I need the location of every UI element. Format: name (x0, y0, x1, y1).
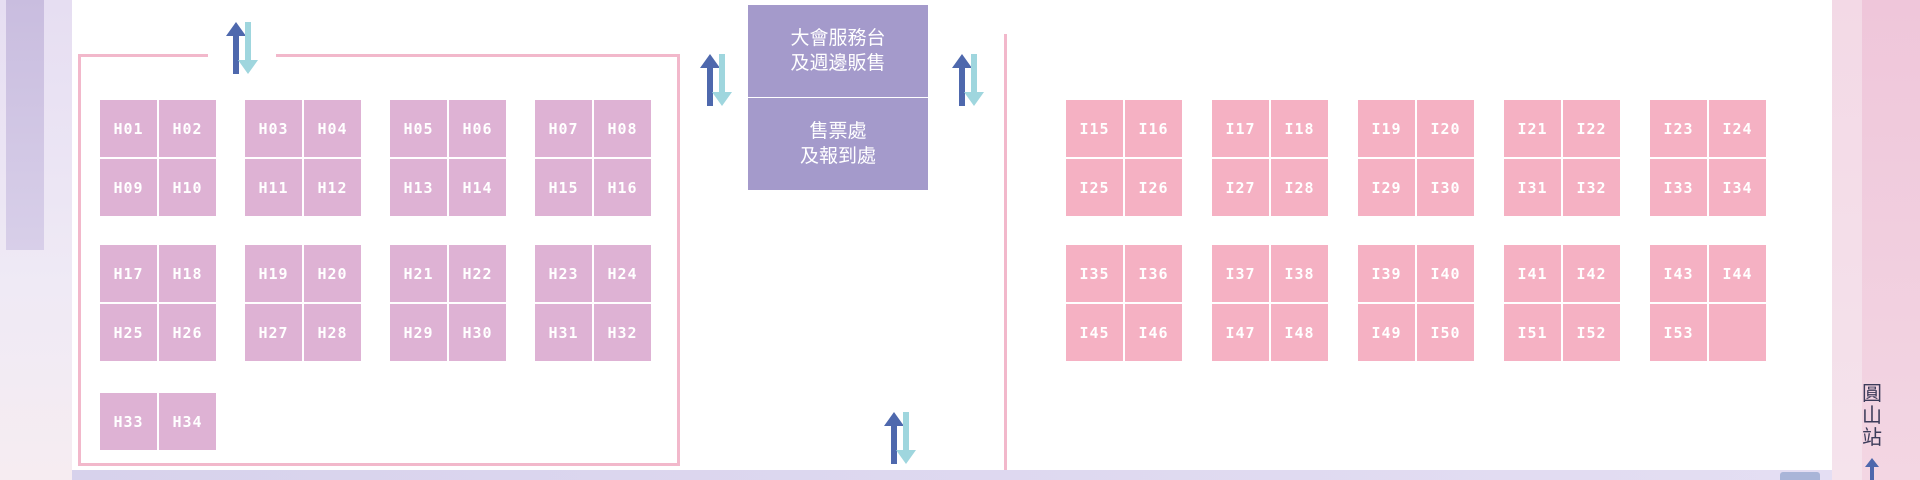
booth-h28[interactable]: H28 (304, 304, 361, 361)
booth-h26[interactable]: H26 (159, 304, 216, 361)
booth-i19[interactable]: I19 (1358, 100, 1415, 157)
booth-h17[interactable]: H17 (100, 245, 157, 302)
booth-i37[interactable]: I37 (1212, 245, 1269, 302)
booth-i40[interactable]: I40 (1417, 245, 1474, 302)
booth-h34[interactable]: H34 (159, 393, 216, 450)
booth-i48[interactable]: I48 (1271, 304, 1328, 361)
booth-h07[interactable]: H07 (535, 100, 592, 157)
booth-i23[interactable]: I23 (1650, 100, 1707, 157)
booth-i34[interactable]: I34 (1709, 159, 1766, 216)
booth-i38[interactable]: I38 (1271, 245, 1328, 302)
booth-i24[interactable]: I24 (1709, 100, 1766, 157)
booth-h25[interactable]: H25 (100, 304, 157, 361)
booth-h05[interactable]: H05 (390, 100, 447, 157)
booth-h22[interactable]: H22 (449, 245, 506, 302)
right-edge-panel (1832, 0, 1920, 480)
ticket-desk[interactable]: 售票處 及報到處 (748, 98, 928, 190)
booth-i50[interactable]: I50 (1417, 304, 1474, 361)
booth-h09[interactable]: H09 (100, 159, 157, 216)
escalator-arrows-icon (884, 412, 916, 464)
booth-i26[interactable]: I26 (1125, 159, 1182, 216)
station-label: 圓山站 (1858, 382, 1886, 448)
booth-i46[interactable]: I46 (1125, 304, 1182, 361)
escalator-arrows-icon (952, 54, 984, 106)
hall-bottom-notch (1780, 472, 1820, 480)
booth-h01[interactable]: H01 (100, 100, 157, 157)
booth-h31[interactable]: H31 (535, 304, 592, 361)
escalator-arrows-icon (700, 54, 732, 106)
h-zone-frame (78, 54, 680, 466)
booth-h06[interactable]: H06 (449, 100, 506, 157)
zone-divider (1004, 34, 1007, 470)
booth-h16[interactable]: H16 (594, 159, 651, 216)
booth-i27[interactable]: I27 (1212, 159, 1269, 216)
booth-i25[interactable]: I25 (1066, 159, 1123, 216)
booth-h24[interactable]: H24 (594, 245, 651, 302)
station-label-char: 圓 (1862, 381, 1882, 405)
service-desk[interactable]: 大會服務台 及週邊販售 (748, 5, 928, 97)
booth-i47[interactable]: I47 (1212, 304, 1269, 361)
booth-i51[interactable]: I51 (1504, 304, 1561, 361)
empty-booth (1709, 304, 1766, 361)
service-desk-line1: 大會服務台 (790, 27, 886, 49)
booth-i33[interactable]: I33 (1650, 159, 1707, 216)
booth-h03[interactable]: H03 (245, 100, 302, 157)
booth-i31[interactable]: I31 (1504, 159, 1561, 216)
booth-i22[interactable]: I22 (1563, 100, 1620, 157)
ticket-desk-line2: 及報到處 (799, 145, 876, 167)
service-desk-line2: 及週邊販售 (790, 52, 886, 74)
booth-i36[interactable]: I36 (1125, 245, 1182, 302)
booth-h08[interactable]: H08 (594, 100, 651, 157)
right-edge-band (1862, 0, 1920, 480)
booth-i35[interactable]: I35 (1066, 245, 1123, 302)
booth-h12[interactable]: H12 (304, 159, 361, 216)
booth-i41[interactable]: I41 (1504, 245, 1561, 302)
booth-i20[interactable]: I20 (1417, 100, 1474, 157)
booth-h18[interactable]: H18 (159, 245, 216, 302)
booth-h04[interactable]: H04 (304, 100, 361, 157)
station-arrow-icon (1865, 458, 1879, 480)
escalator-arrows-icon (226, 22, 258, 74)
booth-h20[interactable]: H20 (304, 245, 361, 302)
booth-h27[interactable]: H27 (245, 304, 302, 361)
booth-h10[interactable]: H10 (159, 159, 216, 216)
exhibition-hall (72, 0, 1832, 470)
booth-h30[interactable]: H30 (449, 304, 506, 361)
booth-i52[interactable]: I52 (1563, 304, 1620, 361)
left-edge-stripe (6, 0, 44, 250)
booth-i32[interactable]: I32 (1563, 159, 1620, 216)
booth-h19[interactable]: H19 (245, 245, 302, 302)
booth-h32[interactable]: H32 (594, 304, 651, 361)
booth-i17[interactable]: I17 (1212, 100, 1269, 157)
booth-i18[interactable]: I18 (1271, 100, 1328, 157)
booth-i45[interactable]: I45 (1066, 304, 1123, 361)
booth-i30[interactable]: I30 (1417, 159, 1474, 216)
booth-h29[interactable]: H29 (390, 304, 447, 361)
booth-h33[interactable]: H33 (100, 393, 157, 450)
booth-i49[interactable]: I49 (1358, 304, 1415, 361)
ticket-desk-line1: 售票處 (809, 120, 867, 142)
booth-h14[interactable]: H14 (449, 159, 506, 216)
booth-h13[interactable]: H13 (390, 159, 447, 216)
booth-i42[interactable]: I42 (1563, 245, 1620, 302)
booth-h11[interactable]: H11 (245, 159, 302, 216)
booth-i43[interactable]: I43 (1650, 245, 1707, 302)
booth-i21[interactable]: I21 (1504, 100, 1561, 157)
left-edge-panel (0, 0, 72, 480)
h-zone-frame-gap (208, 48, 276, 62)
booth-h21[interactable]: H21 (390, 245, 447, 302)
booth-h23[interactable]: H23 (535, 245, 592, 302)
booth-i16[interactable]: I16 (1125, 100, 1182, 157)
station-label-char: 站 (1862, 425, 1882, 449)
booth-h15[interactable]: H15 (535, 159, 592, 216)
booth-i15[interactable]: I15 (1066, 100, 1123, 157)
booth-i44[interactable]: I44 (1709, 245, 1766, 302)
hall-bottom-edge (72, 470, 1832, 480)
booth-i39[interactable]: I39 (1358, 245, 1415, 302)
booth-i28[interactable]: I28 (1271, 159, 1328, 216)
station-label-char: 山 (1862, 403, 1882, 427)
booth-i29[interactable]: I29 (1358, 159, 1415, 216)
booth-i53[interactable]: I53 (1650, 304, 1707, 361)
booth-h02[interactable]: H02 (159, 100, 216, 157)
